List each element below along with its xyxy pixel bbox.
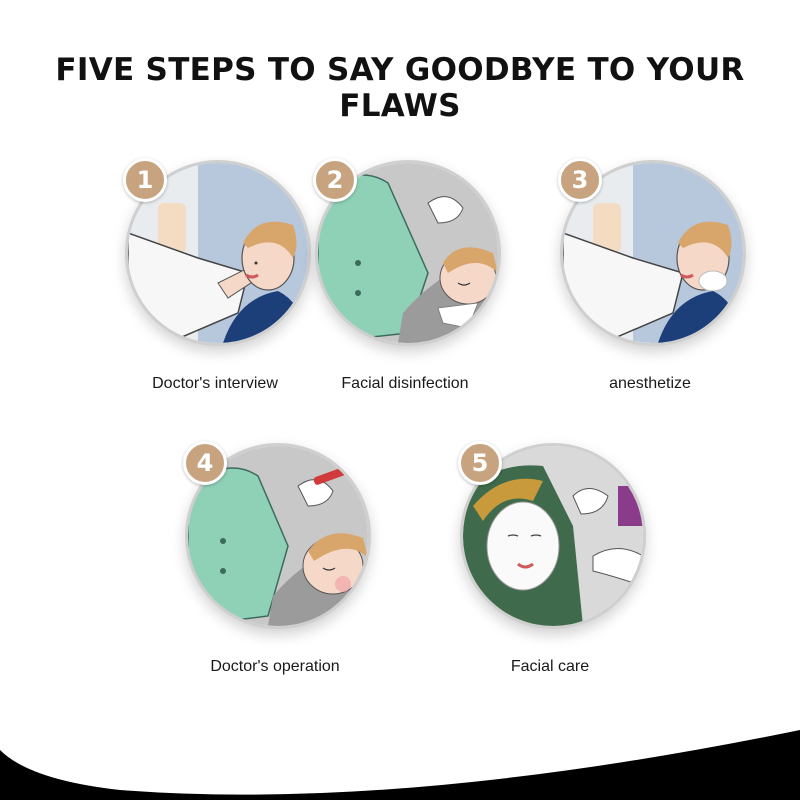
step-2: 2 Facial disinfection (275, 158, 501, 392)
decorative-corner-swoosh (0, 730, 800, 800)
step-label: Doctor's interview (152, 375, 278, 392)
step-label: Facial care (510, 658, 590, 675)
step-3: 3 anesthetize (520, 158, 746, 392)
step-label: Facial disinfection (341, 375, 469, 392)
step-label: anesthetize (609, 375, 691, 392)
step-1: 1 Doctor's interview (85, 158, 311, 392)
operation-illustration (185, 443, 371, 629)
step-5: 5 Facial care (420, 441, 646, 675)
step-number-badge: 5 (458, 441, 502, 485)
step-number-badge: 4 (183, 441, 227, 485)
step-number-badge: 3 (558, 158, 602, 202)
step-number-badge: 1 (123, 158, 167, 202)
step-number-badge: 2 (313, 158, 357, 202)
page-title: FIVE STEPS TO SAY GOODBYE TO YOUR FLAWS (55, 52, 745, 124)
step-label: Doctor's operation (210, 658, 340, 675)
step-4: 4 Doctor's operation (145, 441, 371, 675)
